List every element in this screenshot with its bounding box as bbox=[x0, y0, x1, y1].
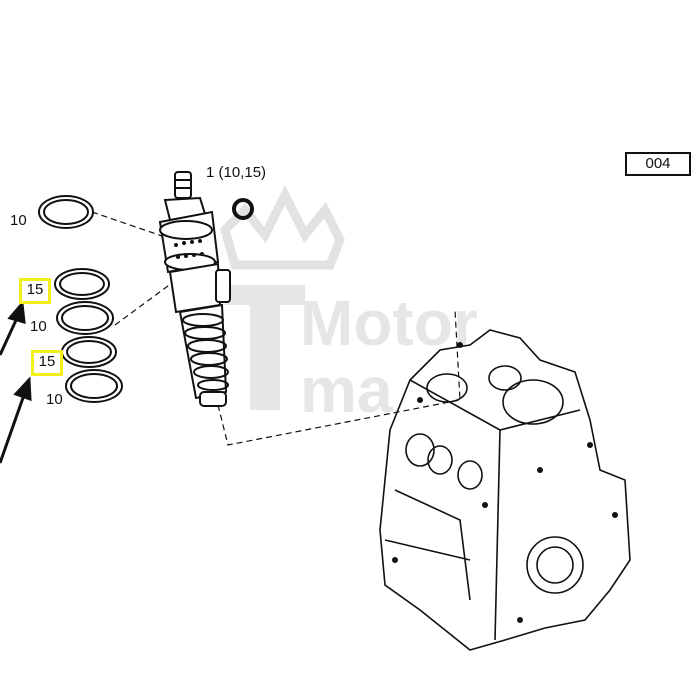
small-o-ring bbox=[232, 198, 254, 220]
part-label-10-lower: 10 bbox=[46, 391, 63, 408]
pointer-arrows bbox=[0, 300, 32, 464]
o-ring-15-lower bbox=[61, 336, 117, 368]
leader-lines bbox=[91, 211, 461, 446]
watermark-logo bbox=[219, 184, 345, 410]
o-ring-15-upper bbox=[54, 268, 110, 300]
part-label-10-top: 10 bbox=[10, 212, 27, 229]
figure-reference-box: 004 bbox=[625, 152, 691, 176]
watermark-text-2: ma bbox=[300, 354, 393, 426]
engine-block bbox=[379, 329, 631, 651]
part-label-15-lower: 15 bbox=[31, 350, 63, 376]
o-ring-10-top bbox=[38, 195, 94, 229]
watermark-text: Motor bbox=[300, 287, 478, 359]
fuel-injector bbox=[158, 171, 231, 407]
part-label-10-upper: 10 bbox=[30, 318, 47, 335]
o-ring-10-lower bbox=[65, 369, 123, 403]
part-label-15-upper: 15 bbox=[19, 278, 51, 304]
o-ring-10-upper bbox=[56, 301, 114, 335]
injector-callout-label: 1 (10,15) bbox=[206, 164, 267, 181]
